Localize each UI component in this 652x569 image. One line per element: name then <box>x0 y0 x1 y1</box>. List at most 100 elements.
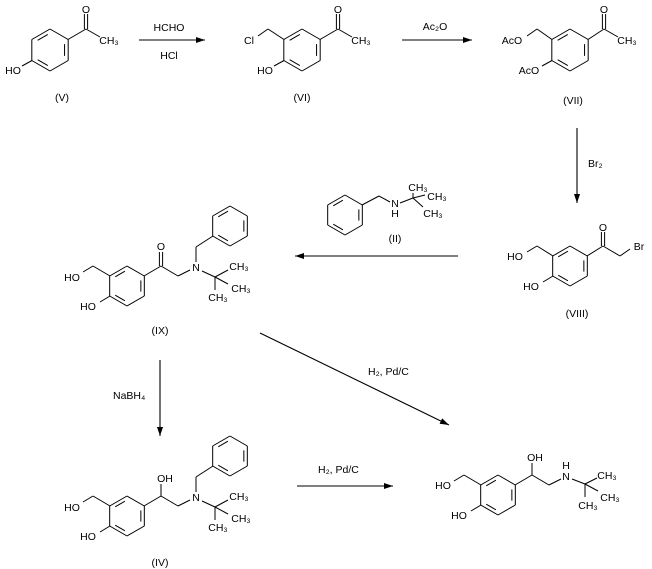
bond <box>463 474 482 486</box>
aromatic-double-bond <box>485 479 497 487</box>
ring-bond <box>480 504 499 516</box>
bond <box>536 245 554 257</box>
atom-label: HO <box>451 510 467 522</box>
bond <box>214 269 229 278</box>
atom-label: N <box>192 492 200 504</box>
atom-label: CH₃ <box>578 500 597 512</box>
bond <box>536 28 553 40</box>
atom-label: N <box>391 198 399 210</box>
atom-label: CH₃ <box>427 191 446 203</box>
ring-bond <box>344 224 363 236</box>
bond <box>584 483 599 492</box>
aromatic-double-bond <box>332 223 344 231</box>
ring-bond <box>229 205 248 217</box>
reagent-label: Ac₂O <box>423 21 448 33</box>
bond <box>99 525 111 533</box>
aromatic-double-bond <box>557 59 569 66</box>
reagent-label: Br₂ <box>588 158 603 170</box>
atom-label: O <box>82 4 90 16</box>
ring-bond <box>126 295 145 307</box>
reaction-arrows <box>139 37 580 489</box>
bond <box>195 235 214 248</box>
bond <box>143 495 162 507</box>
ring-bond <box>212 205 231 217</box>
reagent-label: NaBH₄ <box>113 390 145 402</box>
aromatic-double-bond <box>332 199 344 207</box>
atom-label: HO <box>80 531 96 543</box>
bond <box>514 474 533 486</box>
ring-bond <box>126 525 145 537</box>
bond <box>526 245 538 253</box>
bond <box>82 265 94 273</box>
arrowhead-icon <box>295 253 304 259</box>
ring-bond <box>49 28 69 40</box>
ring-bond <box>344 194 363 206</box>
ring-bond <box>497 504 516 516</box>
aromatic-double-bond <box>557 274 569 282</box>
bond <box>85 28 101 38</box>
bond <box>531 474 550 486</box>
bond <box>99 295 111 303</box>
atom-label: N <box>192 262 200 274</box>
arrowhead-icon <box>463 37 472 43</box>
ring-bond <box>283 28 303 40</box>
atom-label: OH <box>157 473 173 485</box>
atom-label: AcO <box>502 35 522 47</box>
bond <box>257 28 269 37</box>
ring-bond <box>327 194 346 206</box>
aromatic-double-bond <box>114 524 126 532</box>
bond <box>201 500 216 508</box>
atom-label: HO <box>507 251 523 263</box>
bond <box>541 60 553 67</box>
ring-bond <box>569 60 589 72</box>
ring-bond <box>126 265 145 277</box>
bond <box>92 265 111 277</box>
atom-label: HO <box>80 301 96 313</box>
ring-bond <box>301 60 321 72</box>
ring-bond <box>31 60 51 72</box>
bond <box>267 28 285 40</box>
ring-bond <box>552 275 571 287</box>
ring-bond <box>301 28 321 40</box>
bond <box>548 478 562 486</box>
bond <box>160 265 179 277</box>
bond <box>319 28 339 40</box>
aromatic-double-bond <box>485 503 497 511</box>
bond <box>195 465 214 478</box>
ring-bond <box>109 295 128 307</box>
reagent-label: HCHO <box>154 22 185 34</box>
ring-bond <box>552 245 571 257</box>
ring-bond <box>569 275 588 287</box>
reagent-label: H₂, Pd/C <box>368 366 409 378</box>
atom-label: CH₃ <box>208 292 227 304</box>
ring-bond <box>480 474 499 486</box>
bond <box>21 60 33 67</box>
atom-label: HO <box>435 480 451 492</box>
atom-label: HO <box>257 65 273 77</box>
ring-bond <box>109 265 128 277</box>
bond <box>399 197 414 204</box>
ring-bond <box>49 60 69 72</box>
bond <box>602 245 621 257</box>
ring-bond <box>327 224 346 236</box>
arrowhead-icon <box>384 483 393 489</box>
atom-label: OH <box>527 452 543 464</box>
compound-label-VII: (VII) <box>563 95 583 107</box>
bond <box>177 269 191 277</box>
bond <box>526 28 538 37</box>
bond <box>337 28 353 38</box>
aromatic-double-bond <box>37 59 49 66</box>
atom-label: H <box>391 208 399 220</box>
bond <box>214 506 229 515</box>
atom-label: O <box>334 4 342 16</box>
bond <box>82 495 94 503</box>
ring-bond <box>212 435 231 447</box>
compound-label-VI: (VI) <box>294 92 311 104</box>
labels: OCH₃HO(V)ClHOOCH₃(VI)AcOAcOOCH₃(VII)HOHO… <box>5 4 645 569</box>
bond <box>412 197 424 208</box>
reagent-label: HCl <box>160 50 178 62</box>
atom-label: O <box>157 241 165 253</box>
reagent-label: H₂, Pd/C <box>318 464 359 476</box>
ring-bond <box>109 495 128 507</box>
atom-label: CH₃ <box>208 522 227 534</box>
